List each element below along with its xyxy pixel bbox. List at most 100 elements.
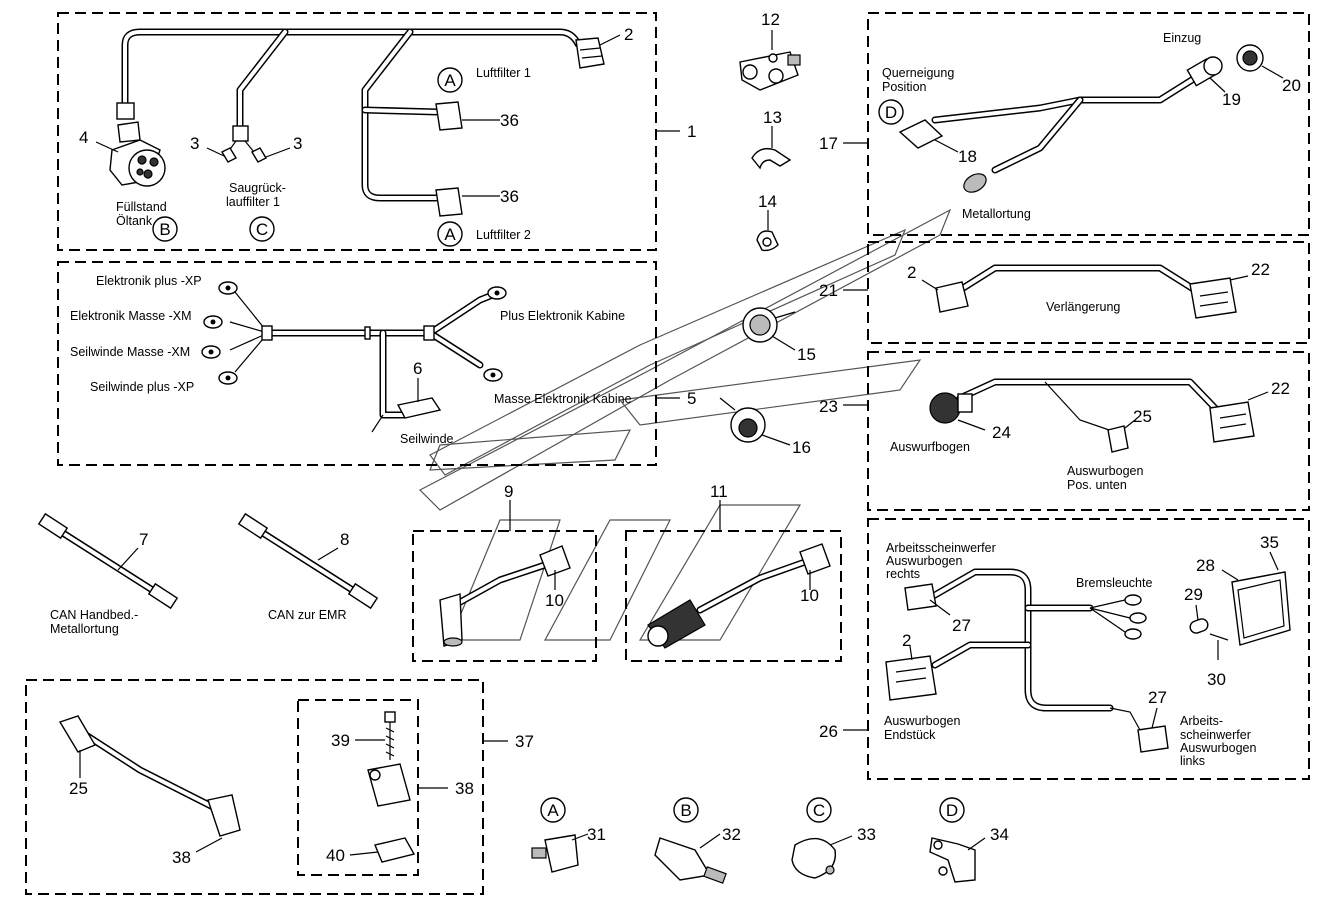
callout-38a: 38 bbox=[172, 848, 191, 867]
callout-3a: 3 bbox=[190, 134, 199, 153]
callout-36b: 36 bbox=[500, 187, 519, 206]
callout-27b: 27 bbox=[1148, 688, 1167, 707]
callout-5: 5 bbox=[687, 389, 696, 408]
letter-b-2: B bbox=[680, 801, 691, 820]
label-asw-rechts-2: Auswurbogen bbox=[886, 554, 962, 568]
part-12-valve bbox=[739, 51, 801, 91]
callout-19: 19 bbox=[1222, 90, 1241, 109]
callout-40: 40 bbox=[326, 846, 345, 865]
callout-12: 12 bbox=[761, 10, 780, 29]
harness-21 bbox=[935, 264, 1237, 319]
label-verlaengerung: Verlängerung bbox=[1046, 300, 1120, 314]
label-asw-links-1: Arbeits- bbox=[1180, 714, 1223, 728]
callout-1: 1 bbox=[687, 122, 696, 141]
harness-1 bbox=[109, 28, 605, 217]
callout-6: 6 bbox=[413, 359, 422, 378]
callout-8: 8 bbox=[340, 530, 349, 549]
callout-17: 17 bbox=[819, 134, 838, 153]
letter-a-3: A bbox=[547, 801, 559, 820]
label-asw-links-4: links bbox=[1180, 754, 1205, 768]
callout-2a: 2 bbox=[624, 25, 633, 44]
label-bremsleuchte: Bremsleuchte bbox=[1076, 576, 1152, 590]
callout-22b: 22 bbox=[1271, 379, 1290, 398]
can-cable-7 bbox=[37, 512, 179, 610]
can-cable-8 bbox=[237, 512, 379, 610]
sensor-cable-9 bbox=[439, 545, 571, 647]
callout-21: 21 bbox=[819, 281, 838, 300]
label-asw-links-3: Auswurbogen bbox=[1180, 741, 1256, 755]
group-box-11 bbox=[625, 530, 842, 662]
part-16-cap bbox=[719, 397, 766, 443]
label-querneigung-1: Querneigung bbox=[882, 66, 954, 80]
callout-2b: 2 bbox=[907, 263, 916, 282]
callout-29: 29 bbox=[1184, 585, 1203, 604]
callout-35: 35 bbox=[1260, 533, 1279, 552]
label-masse-kabine: Masse Elektronik Kabine bbox=[494, 392, 632, 406]
callout-10a: 10 bbox=[545, 591, 564, 610]
label-auswurfbogen: Auswurfbogen bbox=[890, 440, 970, 454]
callout-4: 4 bbox=[79, 128, 88, 147]
label-plus-kabine: Plus Elektronik Kabine bbox=[500, 309, 625, 323]
callout-27a: 27 bbox=[952, 616, 971, 635]
label-can-emr: CAN zur EMR bbox=[268, 608, 346, 622]
group-box-26 bbox=[867, 518, 1310, 780]
label-fuellstand-2: Öltank bbox=[116, 214, 153, 228]
label-seilwinde-plus: Seilwinde plus -XP bbox=[90, 380, 194, 394]
callout-3b: 3 bbox=[293, 134, 302, 153]
label-auswurbogen-unten-2: Pos. unten bbox=[1067, 478, 1127, 492]
letter-d-2: D bbox=[946, 801, 958, 820]
letter-b-1: B bbox=[159, 220, 170, 239]
harness-5 bbox=[201, 281, 507, 433]
watermark-logo bbox=[418, 208, 952, 641]
callout-26: 26 bbox=[819, 722, 838, 741]
letter-a-1: A bbox=[444, 71, 456, 90]
callout-2c: 2 bbox=[902, 631, 911, 650]
callout-25b: 25 bbox=[69, 779, 88, 798]
label-saug-1: Saugrück- bbox=[229, 181, 286, 195]
sensor-32 bbox=[654, 837, 727, 884]
group-box-21 bbox=[867, 241, 1310, 344]
letter-a-2: A bbox=[444, 225, 456, 244]
harness-23 bbox=[929, 378, 1255, 453]
label-can-hand-2: Metallortung bbox=[50, 622, 119, 636]
callout-9: 9 bbox=[504, 482, 513, 501]
letter-d-1: D bbox=[885, 103, 897, 122]
sensor-34 bbox=[929, 837, 976, 883]
harness-26 bbox=[885, 568, 1169, 753]
callout-28: 28 bbox=[1196, 556, 1215, 575]
letter-markers bbox=[152, 67, 965, 823]
label-querneigung-2: Position bbox=[882, 80, 927, 94]
callout-22a: 22 bbox=[1251, 260, 1270, 279]
callout-14: 14 bbox=[758, 192, 777, 211]
callout-16: 16 bbox=[792, 438, 811, 457]
callout-24: 24 bbox=[992, 423, 1011, 442]
label-can-hand-1: CAN Handbed.- bbox=[50, 608, 138, 622]
group-box-23 bbox=[867, 351, 1310, 511]
callout-36a: 36 bbox=[500, 111, 519, 130]
label-saug-2: lauffilter 1 bbox=[226, 195, 280, 209]
callout-34: 34 bbox=[990, 825, 1009, 844]
label-asw-links-2: scheinwerfer bbox=[1180, 728, 1251, 742]
callout-11: 11 bbox=[710, 482, 728, 501]
cable-37 bbox=[58, 715, 241, 837]
part-15-cap bbox=[742, 307, 796, 343]
callout-20: 20 bbox=[1282, 76, 1301, 95]
callout-7: 7 bbox=[139, 530, 148, 549]
label-einzug: Einzug bbox=[1163, 31, 1201, 45]
label-luftfilter-1: Luftfilter 1 bbox=[476, 66, 531, 80]
callout-33: 33 bbox=[857, 825, 876, 844]
group-box-9 bbox=[412, 530, 597, 662]
callout-15: 15 bbox=[797, 345, 816, 364]
harness-17 bbox=[898, 44, 1264, 193]
callout-30: 30 bbox=[1207, 670, 1226, 689]
label-asw-rechts-1: Arbeitsscheinwerfer bbox=[886, 541, 996, 555]
label-metallortung: Metallortung bbox=[962, 207, 1031, 221]
label-asw-rechts-3: rechts bbox=[886, 567, 920, 581]
letter-c-1: C bbox=[256, 220, 268, 239]
callout-39: 39 bbox=[331, 731, 350, 750]
group-box-5 bbox=[57, 261, 657, 466]
callout-38b: 38 bbox=[455, 779, 474, 798]
group-box-17 bbox=[867, 12, 1310, 236]
sensor-31 bbox=[531, 834, 579, 873]
